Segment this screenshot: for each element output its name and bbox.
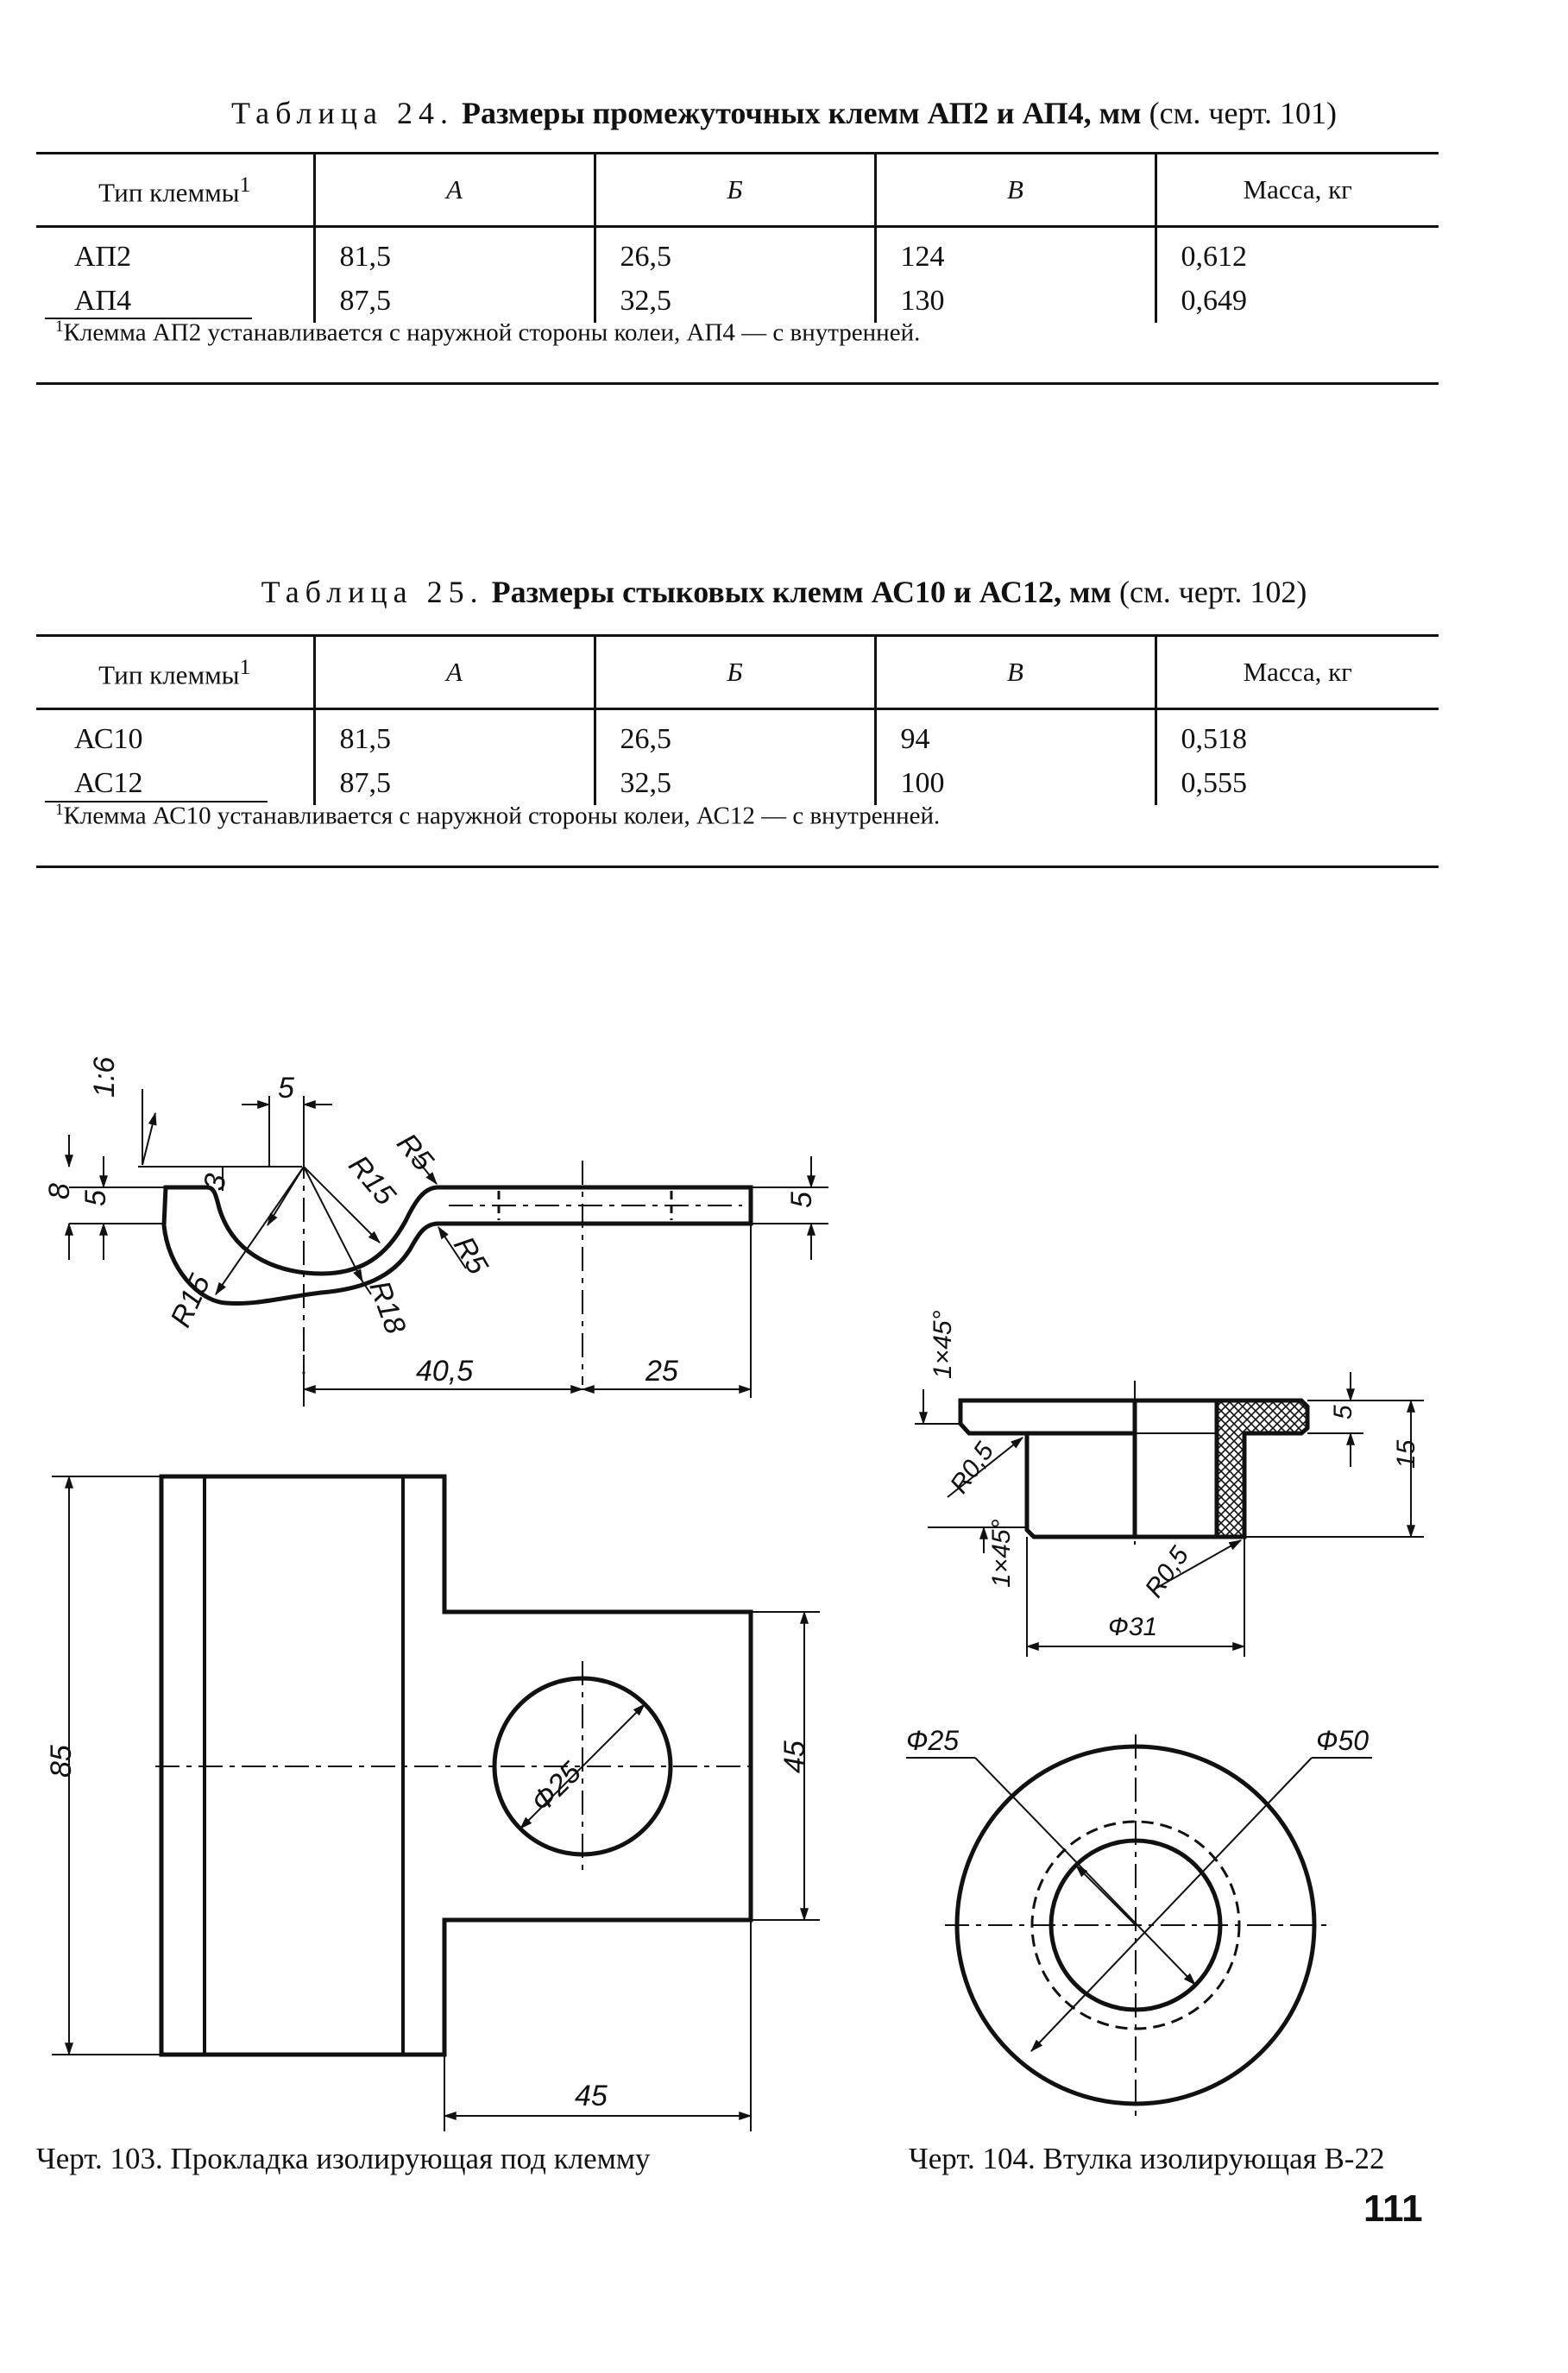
- drawing-104-section: [915, 1372, 1424, 1657]
- dim-r5-a: R5: [390, 1127, 439, 1177]
- table-25-bottom-rule: [36, 865, 1439, 868]
- header-mass: Масса, кг: [1154, 634, 1439, 710]
- dim-5-top: 5: [278, 1072, 294, 1105]
- table-24-bottom-rule: [36, 382, 1439, 385]
- dim-chamfer-top: 1×45°: [929, 1310, 957, 1379]
- dim-5: 5: [1329, 1405, 1357, 1419]
- table-row: АС12 87,5 32,5 100 0,555: [36, 761, 1439, 805]
- dim-40-5: 40,5: [416, 1355, 473, 1388]
- table-25-label: Таблица 25.: [261, 575, 484, 609]
- table-cell: 87,5: [312, 761, 595, 805]
- dim-chamfer-bottom: 1×45°: [987, 1519, 1016, 1588]
- table-cell: 0,612: [1154, 226, 1439, 279]
- dim-5-left: 5: [79, 1190, 112, 1206]
- drawing-104-section-labels: 1×45° R0,5 5 15 1×45° R0,5 Ф31: [929, 1310, 1420, 1641]
- dim-3: 3: [198, 1171, 233, 1193]
- bushing-left-sleeve: [1024, 1433, 1137, 1539]
- drawing-103-plan: [52, 1474, 820, 2131]
- table-cell: АП2: [74, 240, 132, 273]
- dim-d25: Ф25: [906, 1725, 959, 1756]
- table-25: Тип клеммы1 А Б В Масса, кг АС10 81,5 26…: [36, 634, 1439, 805]
- dim-d50: Ф50: [1316, 1725, 1369, 1756]
- table-cell: 0,518: [1154, 708, 1439, 761]
- header-b: Б: [593, 152, 875, 228]
- table-cell: 26,5: [593, 226, 875, 279]
- drawing-103-profile: [65, 1089, 828, 1407]
- table-25-footnote: 1Клемма АС10 устанавливается с наружной …: [55, 801, 941, 830]
- bushing-left-flange: [958, 1398, 1137, 1436]
- table-cell: 32,5: [593, 279, 875, 323]
- table-cell: 81,5: [312, 708, 595, 761]
- header-mass: Масса, кг: [1154, 152, 1439, 228]
- dim-r05-a: R0,5: [945, 1438, 1000, 1499]
- dim-8: 8: [43, 1183, 76, 1199]
- table-cell: 32,5: [593, 761, 875, 805]
- table-cell: 26,5: [593, 708, 875, 761]
- table-cell: 100: [873, 761, 1156, 805]
- table-25-title: Размеры стыковых клемм АС10 и АС12, мм: [491, 575, 1111, 609]
- dim-r18: R18: [362, 1276, 412, 1338]
- table-cell: АП4: [74, 284, 132, 317]
- table-row: АП2 81,5 26,5 124 0,612: [36, 226, 1439, 279]
- header-v: В: [873, 634, 1156, 710]
- table-24-caption: Таблица 24. Размеры промежуточных клемм …: [0, 95, 1568, 131]
- bushing-section-hatched: [1214, 1398, 1310, 1539]
- page-number: 111: [1363, 2187, 1423, 2230]
- table-cell: 0,555: [1154, 761, 1439, 805]
- drawing-104-caption: Черт. 104. Втулка изолирующая В-22: [909, 2142, 1385, 2175]
- table-cell: 0,649: [1154, 279, 1439, 323]
- dim-r15-a: R15: [342, 1149, 401, 1212]
- dim-slope: 1:6: [88, 1057, 121, 1098]
- profile-outline: [161, 1185, 753, 1306]
- table-24-footnote: 1Клемма АП2 устанавливается с наружной с…: [55, 318, 921, 347]
- header-v: В: [873, 152, 1156, 228]
- table-cell: АС10: [74, 722, 143, 755]
- header-a: А: [312, 152, 595, 228]
- table-25-ref: (см. черт. 102): [1119, 575, 1307, 609]
- header-type: Тип клеммы1: [36, 634, 314, 710]
- dim-25-top: 25: [645, 1355, 678, 1388]
- table-row: АС10 81,5 26,5 94 0,518: [36, 708, 1439, 761]
- dim-d31: Ф31: [1108, 1613, 1157, 1641]
- dim-45-horizontal: 45: [575, 2080, 608, 2112]
- footnote-rule: [45, 801, 268, 803]
- header-b: Б: [593, 634, 875, 710]
- table-cell: 130: [873, 279, 1156, 323]
- dim-5-right: 5: [785, 1192, 818, 1208]
- table-header-row: Тип клеммы1 А Б В Масса, кг: [36, 152, 1439, 228]
- drawing-104-plan: [906, 1734, 1372, 2118]
- header-a: А: [312, 634, 595, 710]
- footnote-rule: [45, 318, 252, 319]
- table-24-title: Размеры промежуточных клемм АП2 и АП4, м…: [461, 96, 1142, 130]
- dim-hole-25: Ф25: [525, 1756, 588, 1819]
- dim-85: 85: [45, 1745, 78, 1778]
- dim-15: 15: [1392, 1439, 1420, 1469]
- dim-45-vertical: 45: [778, 1740, 811, 1773]
- table-24-label: Таблица 24.: [231, 96, 454, 130]
- drawing-104-plan-labels: Ф25 Ф50: [906, 1725, 1369, 1756]
- dim-r15-b: R15: [164, 1269, 217, 1332]
- table-cell: 81,5: [312, 226, 595, 279]
- table-header-row: Тип клеммы1 А Б В Масса, кг: [36, 634, 1439, 710]
- table-row: АП4 87,5 32,5 130 0,649: [36, 279, 1439, 323]
- drawing-103-caption: Черт. 103. Прокладка изолирующая под кле…: [36, 2142, 651, 2175]
- table-cell: 124: [873, 226, 1156, 279]
- table-cell: АС12: [74, 766, 143, 799]
- table-25-caption: Таблица 25. Размеры стыковых клемм АС10 …: [0, 574, 1568, 610]
- table-24: Тип клеммы1 А Б В Масса, кг АП2 81,5 26,…: [36, 152, 1439, 323]
- dim-r5-b: R5: [447, 1231, 494, 1281]
- header-type: Тип клеммы1: [36, 152, 314, 228]
- table-cell: 94: [873, 708, 1156, 761]
- table-24-ref: (см. черт. 101): [1149, 96, 1337, 130]
- table-cell: 87,5: [312, 279, 595, 323]
